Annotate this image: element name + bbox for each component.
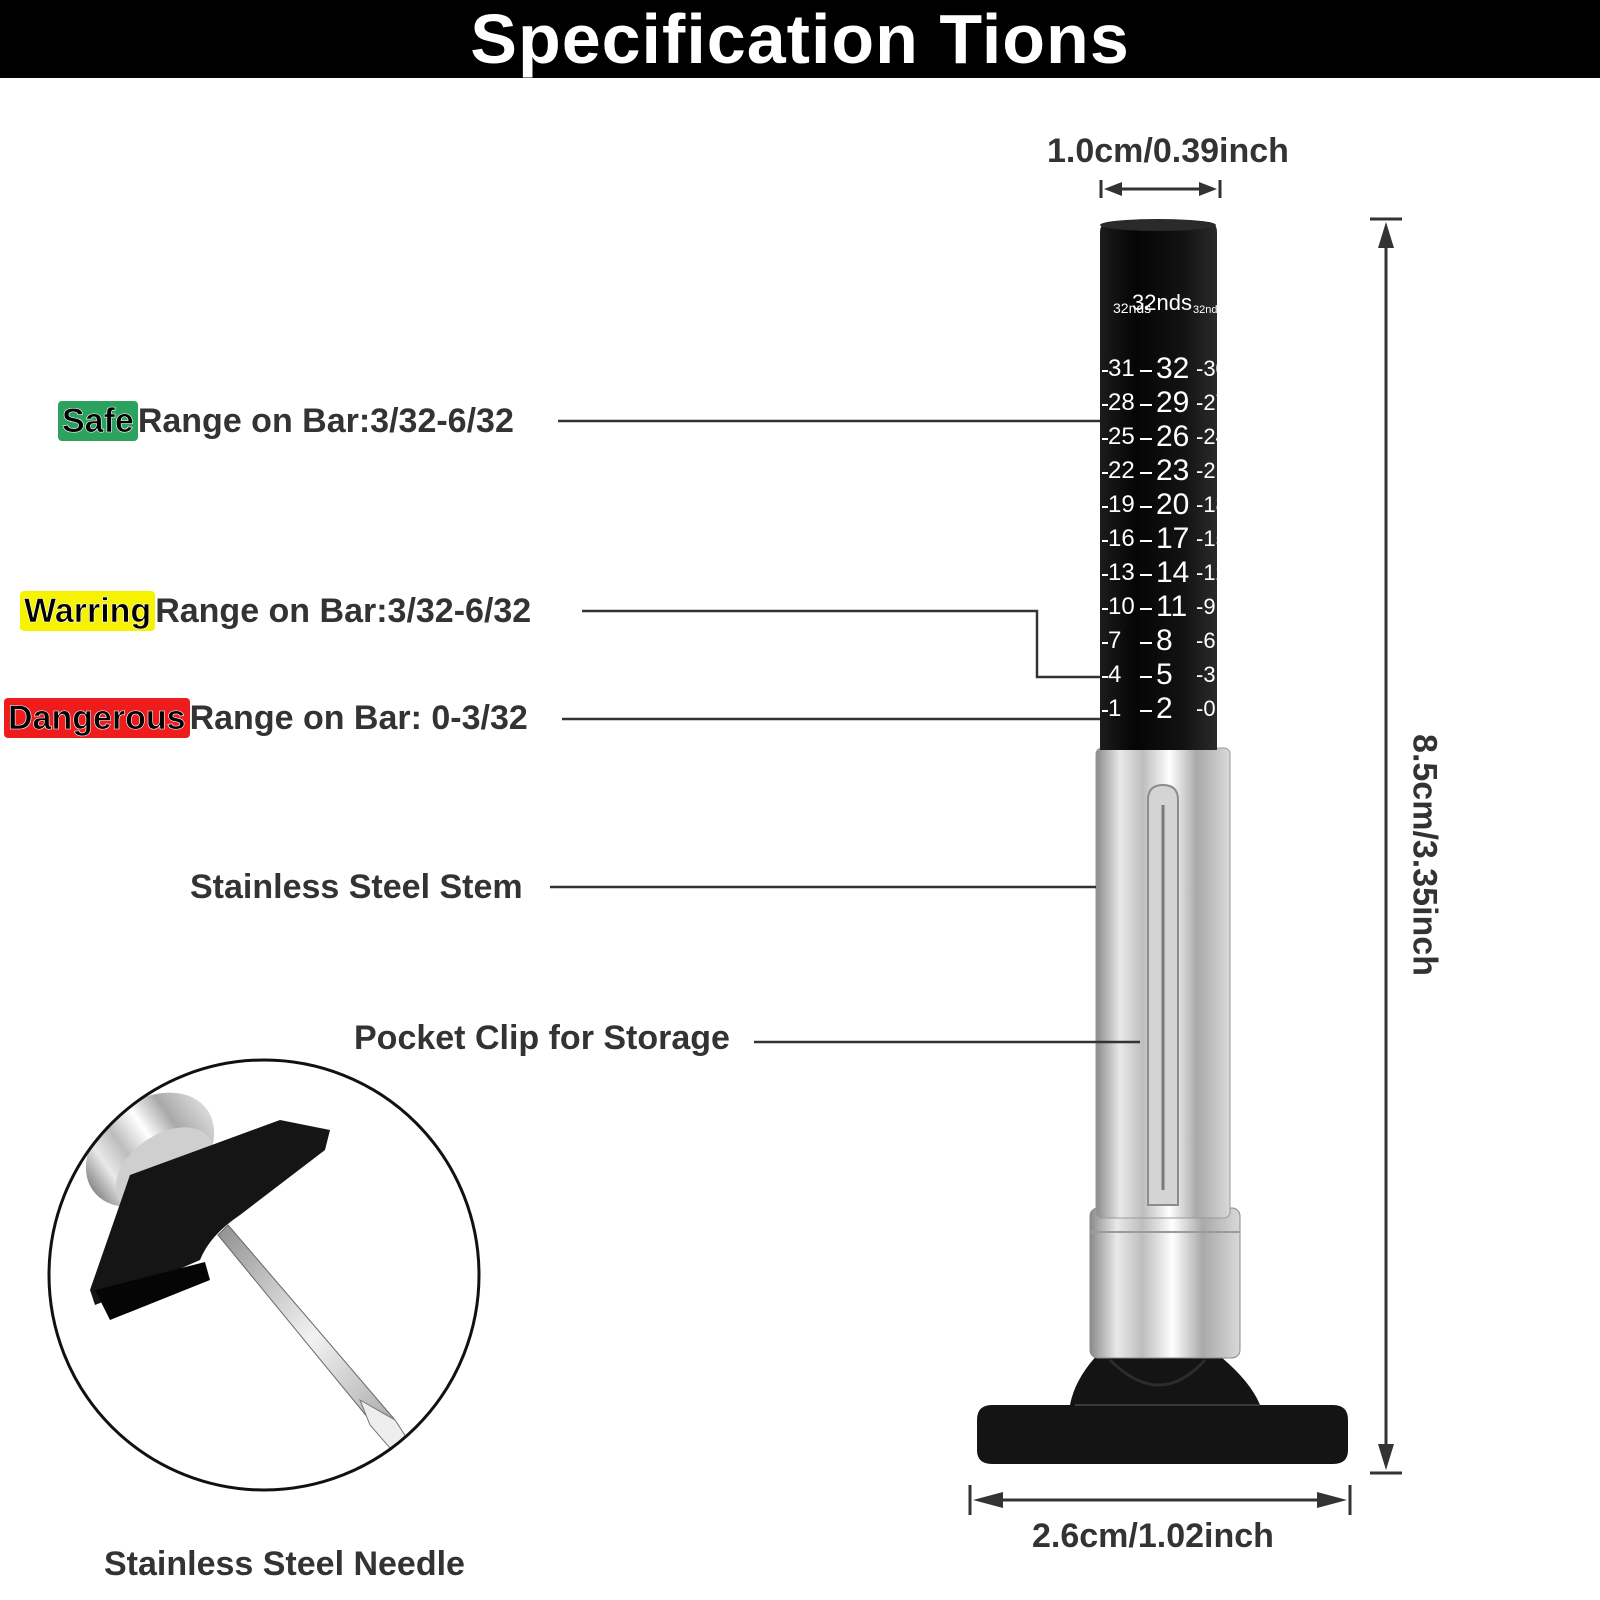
scale-value-center: 8 (1156, 624, 1173, 657)
scale-value-left: 31 (1108, 355, 1135, 382)
scale-value-right: -30 (1196, 356, 1228, 381)
clip-label: Pocket Clip for Storage (354, 1019, 730, 1057)
scale-value-right: -21 (1196, 458, 1228, 483)
scale-value-left: 4 (1108, 661, 1121, 688)
scale-value-center: 2 (1156, 692, 1173, 725)
scale-value-center: 5 (1156, 658, 1173, 691)
scale-value-right: -12 (1196, 560, 1228, 585)
danger-tag: Dangerous (4, 698, 190, 738)
scale-unit-right: 32nds (1193, 304, 1223, 316)
scale-unit-left: 32nds (1113, 300, 1151, 316)
scale-value-right: -6 (1196, 628, 1216, 653)
scale-value-left: 25 (1108, 423, 1135, 450)
safe-tag: Safe (58, 401, 138, 441)
scale-value-right: -24 (1196, 424, 1228, 449)
scale-value-center: 17 (1156, 522, 1189, 555)
top-width-label: 1.0cm/0.39inch (1047, 132, 1289, 170)
warning-tag: Warring (20, 591, 156, 631)
gauge-base (977, 1352, 1348, 1464)
scale-value-center: 29 (1156, 386, 1189, 419)
scale-value-left: 16 (1108, 525, 1135, 552)
height-label: 8.5cm/3.35inch (1405, 734, 1444, 976)
height-dimension (1370, 217, 1402, 1475)
base-width-dimension (968, 1485, 1352, 1515)
scale-value-left: 7 (1108, 627, 1121, 654)
scale-value-right: -18 (1196, 492, 1228, 517)
scale-value-right: -0 (1196, 696, 1216, 721)
needle-caption: Stainless Steel Needle (104, 1545, 465, 1583)
page-title: Specification Tions (0, 0, 1600, 78)
scale-value-center: 26 (1156, 420, 1189, 453)
stem-label: Stainless Steel Stem (190, 868, 523, 906)
gauge-collar (1089, 1207, 1241, 1359)
warning-range-text: Range on Bar:3/32-6/32 (155, 592, 532, 630)
scale-value-left: 28 (1108, 389, 1135, 416)
leader-lines (550, 419, 1140, 1044)
scale-value-left: 19 (1108, 491, 1135, 518)
scale-value-center: 32 (1156, 352, 1189, 385)
scale-value-right: -3 (1196, 662, 1216, 687)
scale-unit-center: 32nds (1132, 290, 1192, 315)
base-width-label: 2.6cm/1.02inch (1032, 1517, 1274, 1555)
danger-range-text: Range on Bar: 0-3/32 (189, 699, 528, 737)
safe-range-text: Range on Bar:3/32-6/32 (137, 402, 514, 440)
scale-value-right: -15 (1196, 526, 1228, 551)
scale-value-center: 11 (1156, 590, 1187, 623)
warning-leader-line (582, 609, 1100, 679)
scale-value-left: 1 (1108, 695, 1121, 722)
top-width-dimension (1099, 180, 1222, 198)
scale-value-right: -9 (1196, 594, 1216, 619)
scale-value-left: 13 (1108, 559, 1135, 586)
scale-value-center: 23 (1156, 454, 1189, 487)
scale-value-left: 22 (1108, 457, 1135, 484)
scale-value-right: -27 (1196, 390, 1228, 415)
scale-value-center: 14 (1156, 556, 1189, 589)
scale-value-center: 20 (1156, 488, 1189, 521)
scale-value-left: 10 (1108, 593, 1135, 620)
needle-detail (47, 1058, 481, 1492)
